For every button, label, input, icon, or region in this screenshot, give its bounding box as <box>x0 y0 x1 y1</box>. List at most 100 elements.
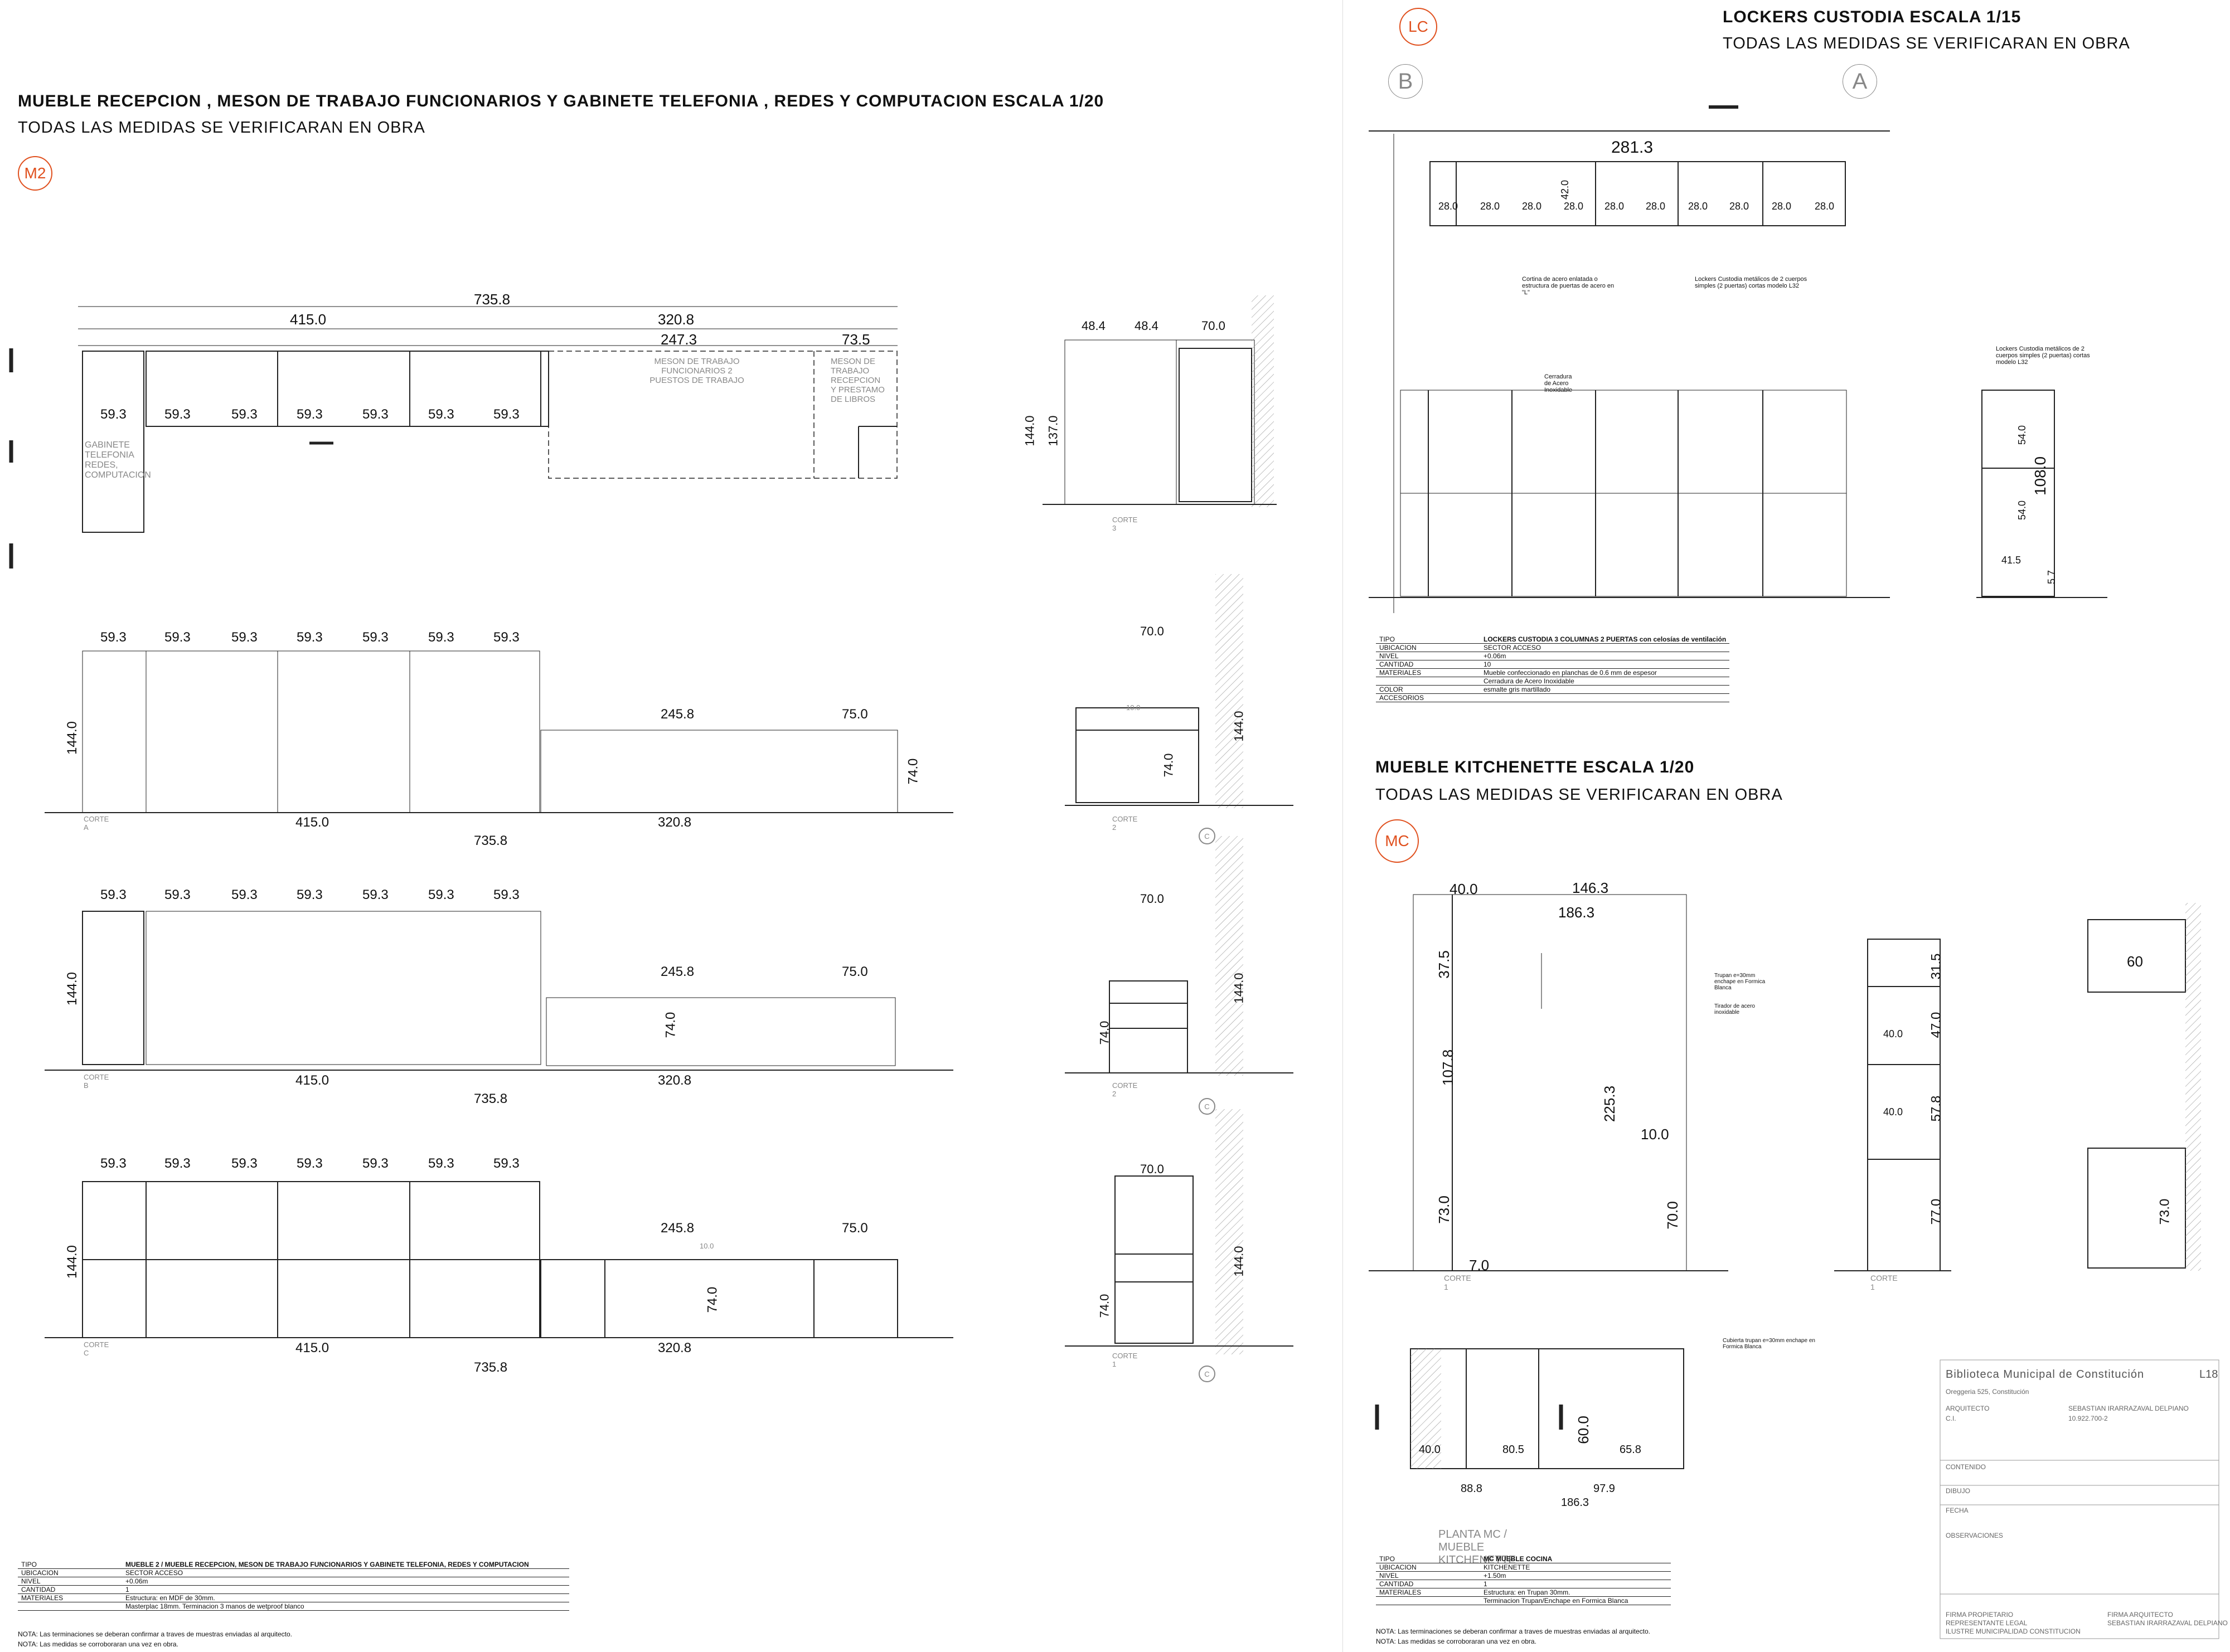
elev-c-height: 144.0 <box>65 1245 80 1279</box>
elev-c-right: 320.8 <box>658 1340 692 1355</box>
elev-b-module-3: 59.3 <box>231 887 258 902</box>
mc-w1863: 186.3 <box>1558 904 1595 921</box>
mc-section <box>1834 903 2201 1271</box>
section-3 <box>1043 295 1277 507</box>
mc-note-2: NOTA: Las medidas se corroboraran una ve… <box>1376 1638 1536 1645</box>
sec1-h: 144.0 <box>1232 1246 1246 1277</box>
section-1 <box>1065 1109 1293 1354</box>
elev-b-module-1: 59.3 <box>100 887 127 902</box>
elev-c-module-7: 59.3 <box>493 1156 520 1171</box>
m2-note-2: NOTA: Las medidas se corroboraran una ve… <box>18 1640 178 1648</box>
sec3-w1: 48.4 <box>1082 319 1106 333</box>
m2-spec-row: Masterplac 18mm. Terminacion 3 manos de … <box>18 1602 569 1611</box>
sec3-h-total: 144.0 <box>1022 415 1037 446</box>
sec2a-h: 144.0 <box>1232 711 1246 742</box>
elev-a-end: 75.0 <box>842 707 868 722</box>
elev-a-height: 144.0 <box>65 721 80 755</box>
sec2b-label: CORTE 2 <box>1112 1081 1138 1098</box>
mc-h100: 10.0 <box>1641 1126 1669 1143</box>
mc-w1463: 146.3 <box>1572 880 1609 896</box>
mc-note-c: Cubierta trupan e=30mm enchape en Formic… <box>1723 1338 1815 1350</box>
tb-firma-prop: FIRMA PROPIETARIO <box>1946 1611 2014 1619</box>
elev-c-module-5: 59.3 <box>362 1156 389 1171</box>
title-block-frame <box>1940 1359 2219 1639</box>
axis-a: A <box>1843 64 1877 99</box>
elev-c-module-1: 59.3 <box>100 1156 127 1171</box>
m2-plan <box>9 306 898 569</box>
m2-subtitle: TODAS LAS MEDIDAS SE VERIFICARAN EN OBRA <box>18 119 425 137</box>
elev-a-module-1: 59.3 <box>100 630 127 645</box>
lc-m2: 28.0 <box>1480 201 1500 212</box>
elev-b-table-h: 74.0 <box>663 1012 678 1038</box>
mc-h375: 37.5 <box>1435 950 1452 979</box>
sec2a-depth: 70.0 <box>1140 624 1164 638</box>
mc-title: MUEBLE KITCHENETTE ESCALA 1/20 <box>1375 758 1695 776</box>
mc-h1078: 107.8 <box>1439 1049 1457 1086</box>
elev-b-label: CORTE B <box>84 1073 109 1090</box>
sec2a-th: 74.0 <box>1161 753 1176 778</box>
lc-d2: 5.7 <box>2046 570 2058 585</box>
elev-b-end: 75.0 <box>842 964 868 979</box>
elev-b-counter: 245.8 <box>661 964 695 979</box>
mc-h730: 73.0 <box>1435 1196 1452 1224</box>
mc-p40: 40.0 <box>1419 1444 1441 1456</box>
elev-c-overall: 735.8 <box>474 1360 508 1375</box>
tb-arq-label: ARQUITECTO <box>1946 1405 1990 1412</box>
sec1-tag: C <box>1199 1366 1215 1382</box>
sheet-divider <box>1342 0 1343 1652</box>
mc-note-a: Trupan e=30mm enchape en Formica Blanca <box>1714 973 1766 991</box>
lc-m6: 28.0 <box>1646 201 1666 212</box>
tb-observaciones: OBSERVACIONES <box>1946 1532 2003 1539</box>
elev-c-table-h: 74.0 <box>705 1286 720 1313</box>
sec3-w2: 48.4 <box>1135 319 1158 333</box>
mc-spec-row: Terminacion Trupan/Enchape en Formica Bl… <box>1376 1596 1671 1605</box>
mc-note-1: NOTA: Las terminaciones se deberan confi… <box>1376 1627 1651 1635</box>
elev-a-label: CORTE A <box>84 815 109 832</box>
elev-c-module-3: 59.3 <box>231 1156 258 1171</box>
lc-height: 108.0 <box>2032 456 2049 496</box>
mc-note-b: Tirador de acero inoxidable <box>1714 1003 1755 1016</box>
lc-half-1: 54.0 <box>2016 425 2028 445</box>
tb-sheet-no: L18 <box>2199 1368 2218 1381</box>
tb-fecha: FECHA <box>1946 1507 1969 1514</box>
elevation-b <box>45 911 953 1071</box>
axis-b: B <box>1388 64 1423 99</box>
tb-contenido: CONTENIDO <box>1946 1463 1986 1471</box>
tb-firma-prop-sub2: ILUSTRE MUNICIPALIDAD CONSTITUCION <box>1946 1627 2081 1635</box>
lc-note1: Cortina de acero enlatada o estructura d… <box>1522 276 1615 296</box>
elev-b-left: 415.0 <box>295 1073 329 1088</box>
elev-b-overall: 735.8 <box>474 1091 508 1106</box>
lc-m1: 28.0 <box>1438 201 1458 212</box>
mc-p658: 65.8 <box>1620 1444 1641 1456</box>
elev-b-height: 144.0 <box>65 971 80 1006</box>
mc-h2253: 225.3 <box>1601 1085 1618 1123</box>
lc-subtitle: TODAS LAS MEDIDAS SE VERIFICARAN EN OBRA <box>1723 35 2130 52</box>
elev-a-module-4: 59.3 <box>297 630 323 645</box>
elev-a-right: 320.8 <box>658 815 692 830</box>
mc-h70: 7.0 <box>1469 1257 1490 1274</box>
elev-b-right: 320.8 <box>658 1073 692 1088</box>
mc-corte1b: CORTE 1 <box>1870 1274 1898 1291</box>
lc-m7: 28.0 <box>1688 201 1708 212</box>
sec3-h-in: 137.0 <box>1046 415 1060 446</box>
mc-plan <box>1375 1348 1684 1469</box>
tb-address: Oreggeria 525, Constitución <box>1946 1388 2029 1396</box>
mc-h700: 70.0 <box>1664 1201 1681 1230</box>
tb-firma-prop-sub: REPRESENTANTE LEGAL <box>1946 1619 2028 1627</box>
mc-p805: 80.5 <box>1502 1444 1524 1456</box>
tb-ci-label: C.I. <box>1946 1415 1956 1422</box>
sec2b-tag: C <box>1199 1098 1215 1115</box>
mc-corte1: CORTE 1 <box>1444 1274 1471 1291</box>
elev-a-module-7: 59.3 <box>493 630 520 645</box>
sec2a-tag: C <box>1199 828 1215 844</box>
sec1-depth: 70.0 <box>1140 1162 1164 1176</box>
lc-title: LOCKERS CUSTODIA ESCALA 1/15 <box>1723 8 2021 26</box>
m2-note-1: NOTA: Las terminaciones se deberan confi… <box>18 1630 293 1638</box>
